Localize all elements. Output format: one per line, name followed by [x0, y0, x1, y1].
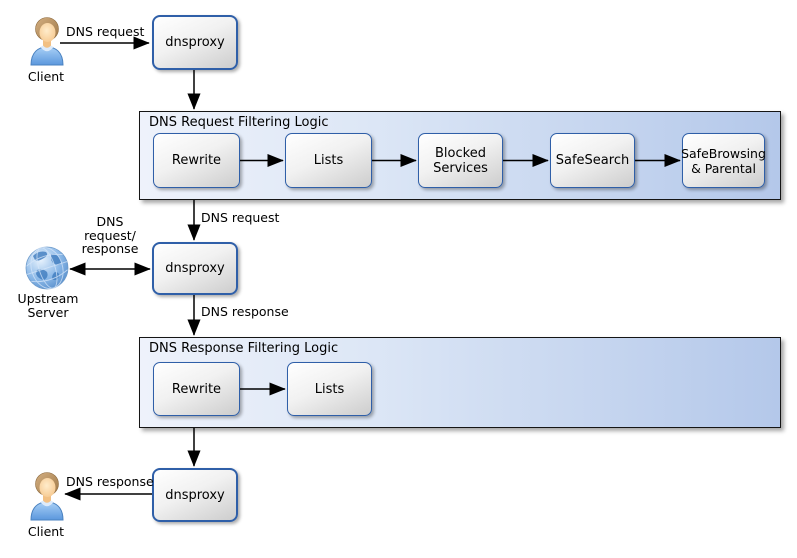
- dnsproxy-middle-node: dnsproxy: [152, 242, 238, 295]
- edge-label-client-request: DNS request: [66, 24, 145, 39]
- step-rewrite-response: Rewrite: [153, 362, 240, 416]
- dnsproxy-bottom-node: dnsproxy: [152, 468, 238, 522]
- person-icon: [30, 472, 64, 521]
- step-safesearch: SafeSearch: [550, 133, 635, 188]
- step-safebrowsing-parental: SafeBrowsing & Parental: [681, 133, 766, 188]
- response-filtering-container: [139, 337, 781, 428]
- client-top-caption: Client: [27, 69, 65, 84]
- edge-label-upstream-exchange: DNS request/ response: [81, 214, 139, 256]
- request-logic-title: DNS Request Filtering Logic: [149, 115, 329, 130]
- globe-icon: [25, 246, 69, 290]
- edge-label-client-response: DNS response: [66, 474, 154, 489]
- step-lists-request: Lists: [285, 133, 372, 188]
- response-logic-title: DNS Response Filtering Logic: [149, 341, 339, 356]
- step-lists-response: Lists: [287, 362, 372, 416]
- dnsproxy-top-node: dnsproxy: [152, 15, 238, 70]
- edge-label-proxy-response: DNS response: [201, 304, 289, 319]
- step-blocked-services: Blocked Services: [418, 133, 503, 188]
- upstream-server-caption: Upstream Server: [17, 291, 79, 320]
- person-icon: [30, 17, 64, 66]
- edge-label-filtered-request: DNS request: [201, 210, 280, 225]
- step-rewrite-request: Rewrite: [153, 133, 240, 188]
- client-bottom-caption: Client: [27, 524, 65, 539]
